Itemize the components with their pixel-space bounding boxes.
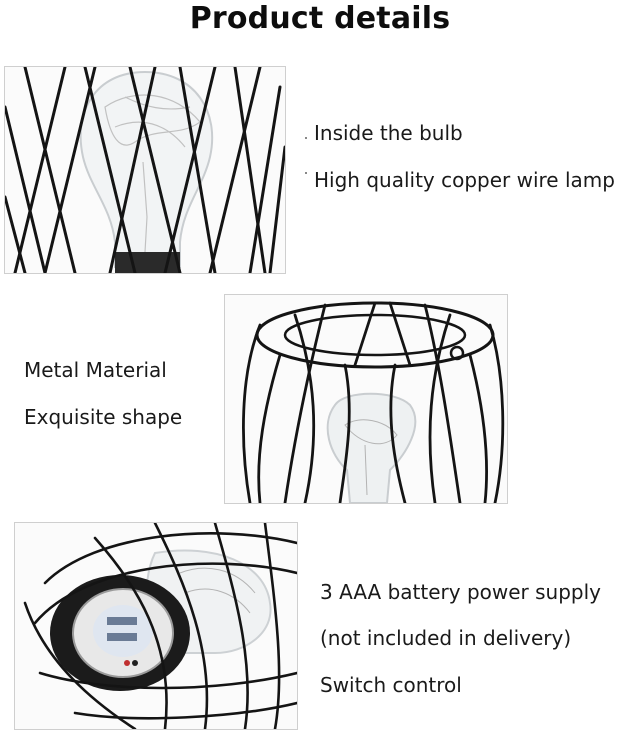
- bulb-inside-photo: [4, 66, 286, 274]
- caption-metal-material: Metal Material: [24, 358, 167, 382]
- page-title: Product details: [189, 1, 451, 36]
- battery-box-illustration: [15, 523, 297, 729]
- bullet-dot: [305, 172, 307, 174]
- battery-box-photo: [14, 522, 298, 730]
- caption-battery-supply: 3 AAA battery power supply: [320, 580, 602, 604]
- metal-cage-illustration: [225, 295, 507, 503]
- bullet-dot: [305, 137, 307, 139]
- caption-exquisite-shape: Exquisite shape: [24, 405, 183, 429]
- metal-cage-top-photo: [224, 294, 508, 504]
- caption-not-included: (not included in delivery): [320, 626, 572, 650]
- caption-inside-bulb: Inside the bulb: [314, 121, 463, 145]
- bulb-inside-illustration: [5, 67, 285, 273]
- caption-switch-control: Switch control: [320, 673, 462, 697]
- caption-copper-wire: High quality copper wire lamp: [314, 168, 615, 192]
